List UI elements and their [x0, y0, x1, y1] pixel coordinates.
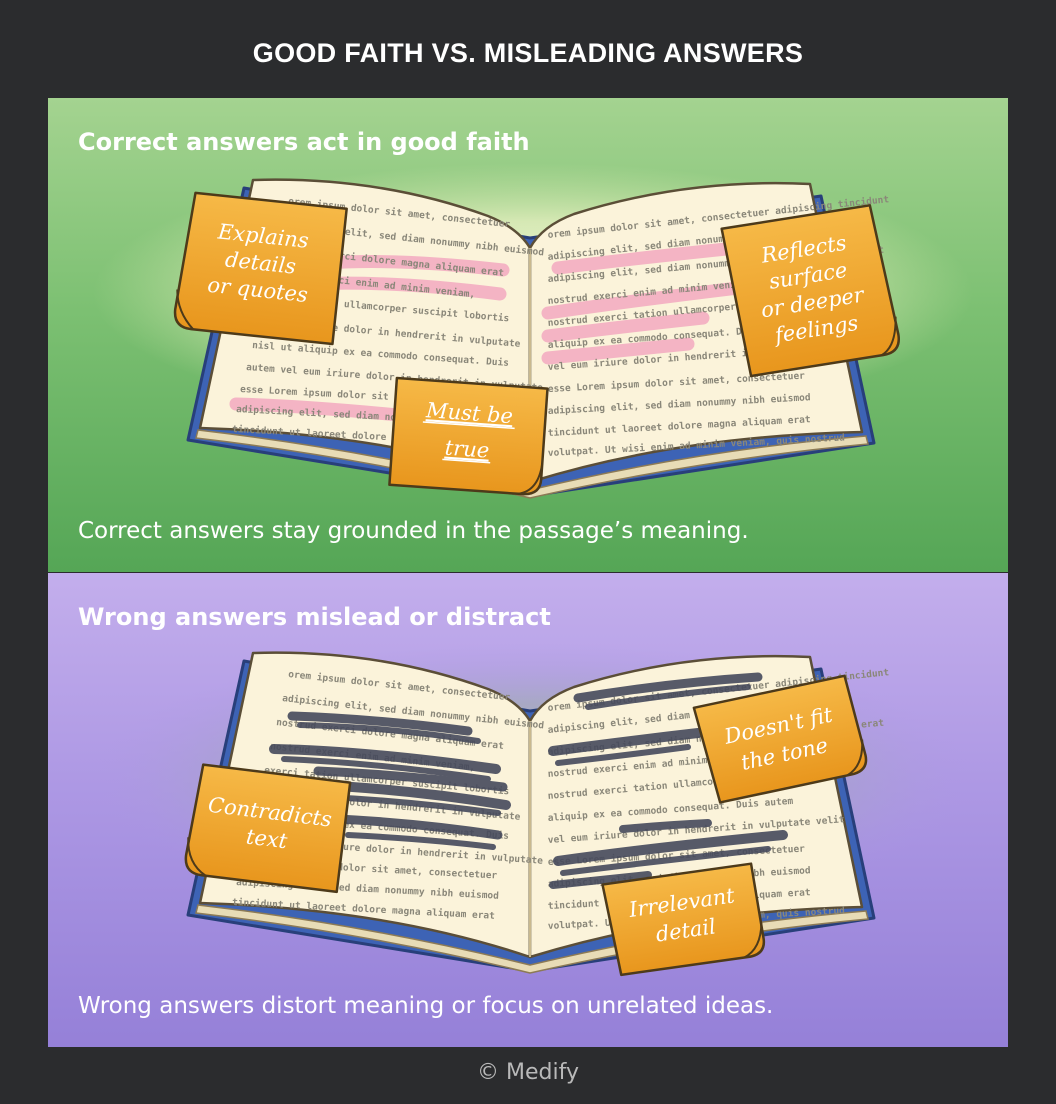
svg-text:true: true: [444, 436, 490, 463]
note-explains-details: Explains details or quotes: [173, 191, 348, 346]
copyright-footer: © Medify: [477, 1060, 579, 1085]
page-title: GOOD FAITH VS. MISLEADING ANSWERS: [252, 38, 804, 68]
misleading-heading: Wrong answers mislead or distract: [78, 603, 551, 631]
note-irrelevant-detail: Irrelevant detail: [601, 862, 766, 977]
right-redactions: [548, 672, 788, 889]
note-doesnt-fit-tone: Doesn't fit the tone: [692, 674, 868, 804]
good-faith-caption: Correct answers stay grounded in the pas…: [78, 518, 749, 544]
note-reflects-feelings: Reflects surface or deeper feelings: [720, 204, 901, 378]
misleading-book-illustration: orem ipsum dolor sit amet, consectetuer …: [93, 643, 973, 977]
misleading-panel: orem ipsum dolor sit amet, consectetuer …: [48, 573, 1008, 1047]
good-faith-heading: Correct answers act in good faith: [78, 128, 530, 156]
good-faith-panel: orem ipsum dolor sit amet, consectetuer …: [48, 98, 1008, 572]
good-faith-book-illustration: orem ipsum dolor sit amet, consectetuer …: [93, 163, 973, 499]
note-must-be-true: Must be true: [388, 376, 549, 496]
svg-text:text: text: [245, 824, 289, 853]
misleading-caption: Wrong answers distort meaning or focus o…: [78, 993, 774, 1019]
note-contradicts-text: Contradicts text: [184, 763, 352, 894]
